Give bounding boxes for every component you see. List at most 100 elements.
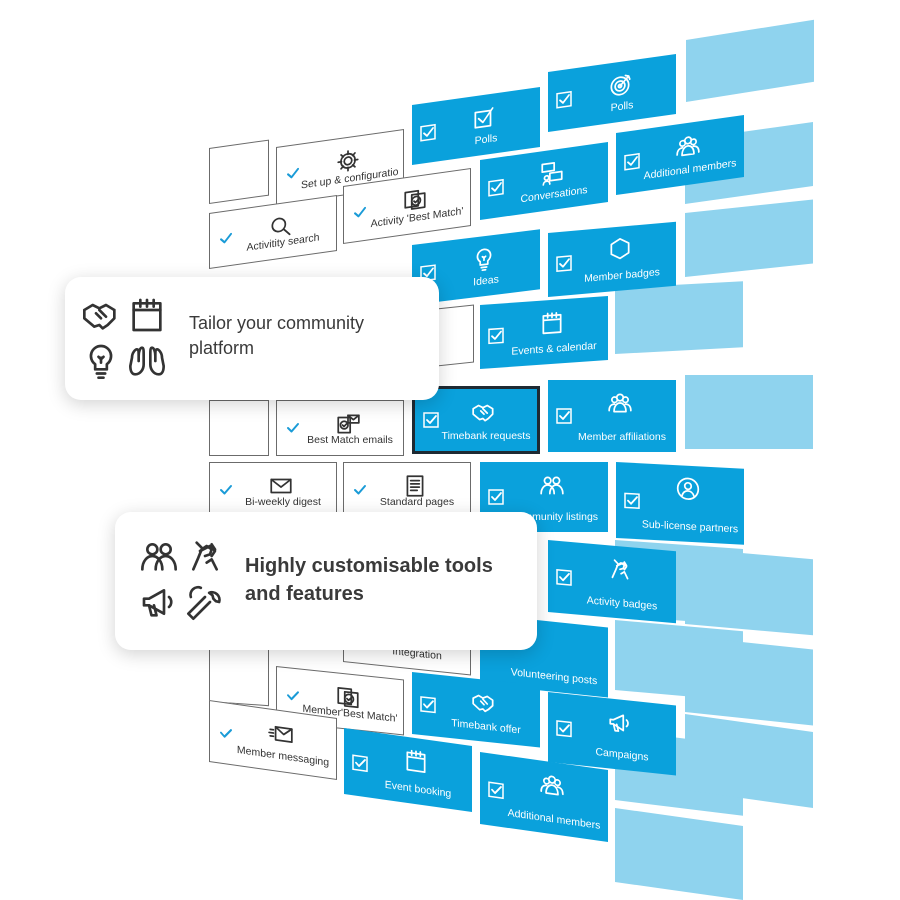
checkmark-icon <box>217 228 235 249</box>
wrench-icon <box>185 582 225 622</box>
envelope-fast-icon <box>268 719 294 749</box>
customisable-tools-card: Highly customisable tools and features <box>115 512 537 650</box>
checkmark-icon <box>555 254 573 274</box>
checkmark-icon <box>351 481 369 499</box>
checkmark-icon <box>284 419 302 437</box>
checkmark-icon <box>487 780 505 801</box>
tailor-card-title: Tailor your community platform <box>189 313 365 358</box>
match-icon <box>402 185 428 215</box>
checkmark-icon <box>555 89 573 110</box>
target-icon <box>607 70 633 100</box>
tile-polls-target[interactable]: Polls <box>548 54 676 132</box>
match-icon <box>335 683 361 712</box>
checkmark-icon <box>487 488 505 506</box>
email-match-icon <box>335 411 361 437</box>
tile-activity-search[interactable]: Activitity search <box>209 195 337 269</box>
tile-events-calendar[interactable]: Events & calendar <box>480 296 608 369</box>
tile-label: Event booking <box>384 778 452 801</box>
tools-icons <box>139 536 231 628</box>
decorative-tile <box>615 808 743 900</box>
tile-label: Activity badges <box>586 594 658 613</box>
tile-conversations[interactable]: Conversations <box>480 142 608 220</box>
tile-label: Bi-weekly digest <box>245 496 321 508</box>
tile-label: Additional members <box>643 157 737 183</box>
tile-member-badges[interactable]: Member badges <box>548 221 676 297</box>
handshake-icon <box>471 399 497 425</box>
tile-label: Standard pages <box>379 496 455 508</box>
tile-event-booking[interactable]: Event booking <box>344 728 472 812</box>
checkmark-icon <box>487 177 505 198</box>
tile-bi-weekly-digest[interactable]: Bi-weekly digest <box>209 462 337 518</box>
hands-icon <box>127 341 167 381</box>
tile-campaigns[interactable]: Campaigns <box>548 692 676 776</box>
user-circle-icon <box>675 475 701 502</box>
decorative-tile <box>685 636 813 726</box>
checkmark-icon <box>555 719 573 739</box>
decorative-tile <box>685 548 813 636</box>
checkmark-icon <box>419 122 437 143</box>
tile-activity-badges[interactable]: Activity badges <box>548 540 676 624</box>
calendar-icon <box>403 746 429 776</box>
group-icon <box>539 770 565 800</box>
checkmark-icon <box>284 686 302 706</box>
tile-setup[interactable]: Set up & configuration <box>276 129 404 205</box>
megaphone-icon <box>139 582 179 622</box>
people-icon <box>539 472 565 498</box>
poll-icon <box>471 103 497 133</box>
tile-label: Sub-license partners <box>641 518 739 536</box>
search-icon <box>268 212 294 242</box>
tile-timebank-offer[interactable]: Timebank offer <box>412 672 540 748</box>
calendar-icon <box>127 295 167 335</box>
tile-additional-members-top[interactable]: Additional members <box>616 115 744 195</box>
arm-wrestle-icon <box>185 536 225 576</box>
decorative-tile <box>209 139 269 204</box>
tailor-community-card: Tailor your community platform <box>65 277 439 400</box>
tile-activity-best-match[interactable]: Activity 'Best Match' <box>343 168 471 244</box>
decorative-tile <box>209 400 269 456</box>
envelope-icon <box>268 473 294 499</box>
gear-icon <box>335 146 361 176</box>
checkmark-icon <box>351 202 369 223</box>
tile-best-match-emails[interactable]: Best Match emails <box>276 400 404 456</box>
tile-label: Campaigns <box>595 745 649 764</box>
handshake-icon <box>81 295 121 335</box>
tile-label: Timebank requests <box>441 430 531 442</box>
tile-label: Timebank offer <box>451 717 521 737</box>
decorative-tile <box>685 199 813 277</box>
people-icon <box>139 536 179 576</box>
checkmark-icon <box>217 723 235 744</box>
checkmark-icon <box>217 481 235 499</box>
tile-timebank-requests[interactable]: Timebank requests <box>412 386 540 454</box>
checkmark-icon <box>623 151 641 172</box>
checkmark-icon <box>422 411 440 429</box>
tile-member-affiliations[interactable]: Member affiliations <box>548 380 676 452</box>
tile-standard-pages[interactable]: Standard pages <box>343 462 471 518</box>
tile-additional-members-bottom[interactable]: Additional members <box>480 752 608 842</box>
checkmark-icon <box>487 326 505 345</box>
group-icon <box>675 131 701 161</box>
tools-card-title: Highly customisable tools and features <box>245 555 493 605</box>
tile-sub-license-partners[interactable]: Sub-license partners <box>616 462 744 545</box>
conversation-icon <box>539 158 565 188</box>
tile-member-messaging[interactable]: Member messaging <box>209 700 337 780</box>
tailor-icons <box>81 295 173 387</box>
decorative-tile <box>685 375 813 449</box>
arm-wrestle-icon <box>607 555 633 583</box>
tile-label: Member badges <box>584 266 660 285</box>
tile-member-best-match[interactable]: Member'Best Match' <box>276 666 404 736</box>
tile-label: Events & calendar <box>511 339 597 358</box>
lightbulb-icon <box>471 245 497 274</box>
handshake-icon <box>471 688 497 717</box>
document-icon <box>402 473 428 499</box>
tile-ideas[interactable]: Ideas <box>412 229 540 305</box>
tile-label: Best Match emails <box>307 434 393 446</box>
checkmark-icon <box>555 407 573 425</box>
checkmark-icon <box>351 753 369 774</box>
decorative-tile <box>686 19 814 102</box>
checkmark-icon <box>284 163 302 184</box>
tile-polls[interactable]: Polls <box>412 87 540 165</box>
calendar-icon <box>539 309 565 337</box>
checkmark-icon <box>555 568 573 588</box>
tile-label: Ideas <box>473 273 499 289</box>
